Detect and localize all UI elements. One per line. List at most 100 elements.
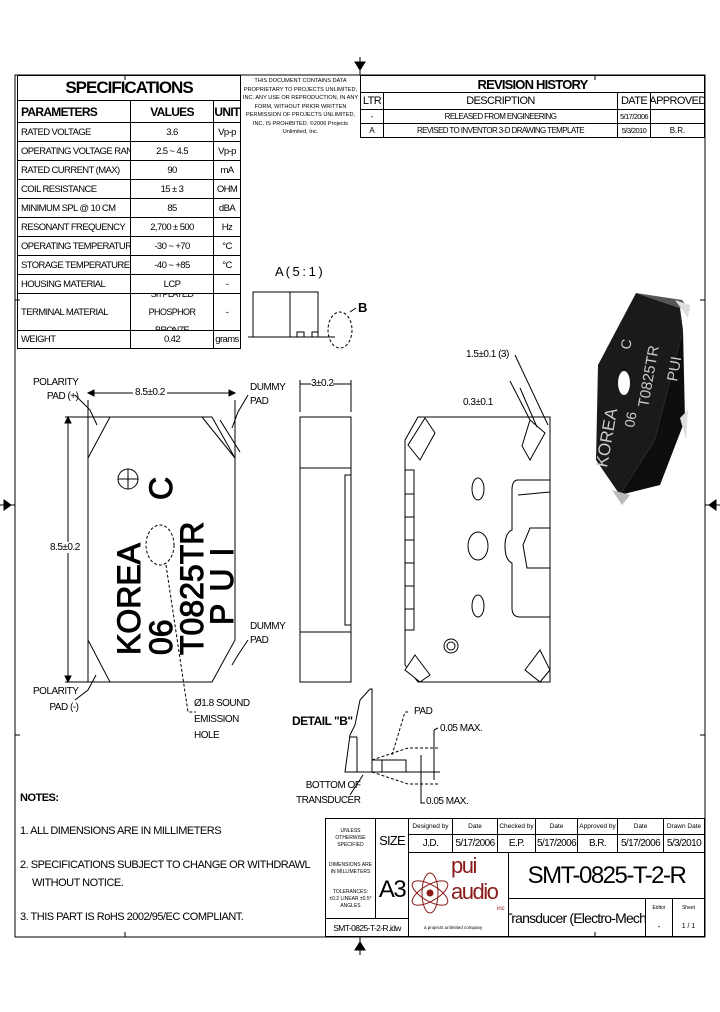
part-description: Transducer (Electro-Mech): [508, 898, 646, 937]
checked-by-value: E.P.: [497, 834, 536, 853]
sheet-cell: Sheet 1 / 1: [672, 898, 705, 937]
logo-area: pui audio inc a projects unlimited compa…: [408, 852, 509, 937]
label-line: PAD: [250, 635, 269, 646]
pui-audio-logo: [411, 872, 449, 914]
size-label: SIZE: [379, 833, 405, 848]
tolerance-note: DIMENSIONS ARE IN MILLIMETERS: [328, 861, 373, 875]
spec-unit: -: [213, 293, 241, 331]
spec-value: 2.5 ~ 4.5: [130, 141, 214, 161]
rev-description: RELEASED FROM ENGINEERING: [383, 109, 618, 124]
spec-parameter: TERMINAL MATERIAL: [17, 293, 131, 331]
spec-parameter: RESONANT FREQUENCY: [17, 217, 131, 237]
approved-by-label: Approved by: [577, 818, 618, 835]
label-line: POLARITY: [33, 377, 79, 388]
tolerance-notes: UNLESS OTHERWISE SPECIFIED DIMENSIONS AR…: [325, 818, 376, 919]
height-dimension: 8.5±0.2: [50, 542, 80, 553]
thickness-dimension: 3±0.2: [311, 378, 334, 389]
tolerance-note: TOLERANCES: ±0.2 LINEAR ±0.5° ANGLES: [329, 888, 372, 909]
spec-parameter: OPERATING TEMPERATURE: [17, 236, 131, 256]
detail-b-callout-circle: [327, 311, 353, 349]
proprietary-notice: THIS DOCUMENT CONTAINS DATA PROPRIETARY …: [242, 78, 359, 135]
editor-cell: Editor -: [645, 898, 673, 937]
label-line: PAD: [250, 396, 269, 407]
header-date: DATE: [617, 92, 651, 110]
header-description: DESCRIPTION: [383, 92, 618, 110]
pad-label: PAD: [414, 706, 433, 717]
bottom-view: [404, 354, 551, 683]
marking-06: 06: [143, 619, 179, 655]
spec-unit: mA: [213, 160, 241, 180]
render-marking-06: 06: [621, 410, 639, 428]
spec-unit: -: [213, 274, 241, 294]
spec-value: -40 ~ +85: [130, 255, 214, 275]
label-line: PAD (-): [49, 702, 79, 713]
part-number: SMT-0825-T-2-R: [508, 852, 705, 899]
spec-value: 2,700 ± 500: [130, 217, 214, 237]
label-line: Ø1.8 SOUND: [194, 698, 250, 709]
label-line: EMISSION: [194, 714, 239, 725]
spec-parameter: STORAGE TEMPERATURE: [17, 255, 131, 275]
width-dimension: 8.5±0.2: [133, 387, 167, 398]
date2-value: 5/17/2006: [535, 834, 578, 853]
spec-value: 85: [130, 198, 214, 218]
date3-value: 5/17/2006: [617, 834, 664, 853]
header-ltr: LTR: [360, 92, 384, 110]
rev-approved: B.R.: [650, 123, 705, 138]
size-value: A3: [378, 876, 407, 903]
spec-value: LCP: [130, 274, 214, 294]
pad-length-dimension: 1.5±0.1 (3): [466, 349, 509, 360]
pad-gap-dimension: 0.3±0.1: [463, 397, 493, 408]
note-item: 2. SPECIFICATIONS SUBJECT TO CHANGE OR W…: [20, 859, 311, 871]
render-marking-pui: PUI: [664, 355, 685, 383]
detail-b-callout: B: [358, 300, 367, 315]
rev-ltr: A: [360, 123, 384, 138]
tolerance-note: UNLESS OTHERWISE SPECIFIED: [335, 827, 366, 848]
header-approved: APPROVED: [650, 92, 705, 110]
date1-label: Date: [452, 818, 498, 835]
sound-hole-label: Ø1.8 SOUND EMISSION HOLE: [194, 696, 250, 744]
notes-title: NOTES:: [20, 792, 59, 804]
filename: SMT-0825-T-2-R.idw: [325, 918, 409, 937]
logo-tagline: a projects unlimited company: [424, 925, 483, 930]
designed-by-label: Designed by: [408, 818, 453, 835]
sound-hole: [145, 524, 175, 566]
spec-parameter: WEIGHT: [17, 330, 131, 349]
detail-b-view: [344, 688, 440, 804]
header-parameters: PARAMETERS: [17, 100, 131, 123]
spec-parameter: RATED VOLTAGE: [17, 122, 131, 142]
specifications-title: SPECIFICATIONS: [17, 75, 241, 101]
spec-value: -30 ~ +70: [130, 236, 214, 256]
label-line: HOLE: [194, 730, 220, 741]
spec-unit: dBA: [213, 198, 241, 218]
spec-value: 3.6: [130, 122, 214, 142]
drawn-date-value: 5/3/2010: [663, 834, 705, 853]
date1-value: 5/17/2006: [452, 834, 498, 853]
editor-label: Editor: [652, 904, 666, 911]
approved-by-value: B.R.: [577, 834, 618, 853]
sheet-value: 1 / 1: [681, 923, 696, 930]
max-dimension-top: 0.05 MAX.: [440, 723, 483, 734]
header-values: VALUES: [130, 100, 214, 123]
spec-unit: °C: [213, 236, 241, 256]
spec-parameter: OPERATING VOLTAGE RANGE: [17, 141, 131, 161]
label-line: PAD (+): [46, 391, 79, 402]
spec-unit: °C: [213, 255, 241, 275]
rev-description: REVISED TO INVENTOR 3-D DRAWING TEMPLATE: [383, 123, 618, 138]
spec-value: 0.42: [130, 330, 214, 349]
size-cell: SIZE A3: [375, 818, 409, 919]
rev-date: 5/3/2010: [617, 123, 651, 138]
spec-value: 15 ± 3: [130, 179, 214, 199]
date3-label: Date: [617, 818, 664, 835]
note-item: 3. THIS PART IS RoHS 2002/95/EC COMPLIAN…: [20, 911, 244, 923]
header-unit: UNIT: [213, 100, 241, 123]
spec-parameter: HOUSING MATERIAL: [17, 274, 131, 294]
polarity-pad-positive-label: POLARITY PAD (+): [33, 376, 79, 404]
logo-inc: inc: [497, 906, 505, 912]
label-line: TRANSDUCER: [296, 795, 361, 806]
designed-by-value: J.D.: [408, 834, 453, 853]
